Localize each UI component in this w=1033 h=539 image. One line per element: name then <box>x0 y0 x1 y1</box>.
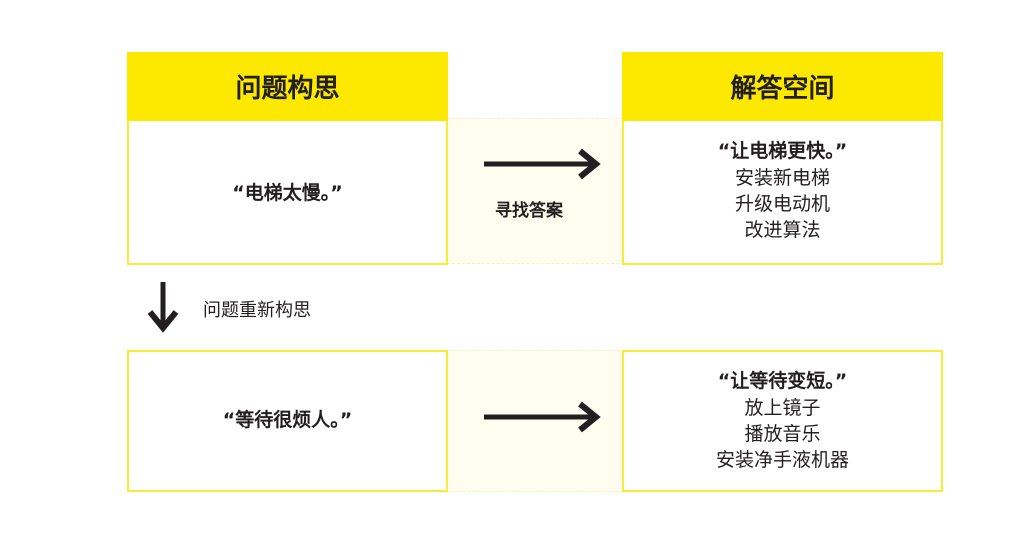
row1-connector-band <box>447 118 624 264</box>
solution-header-label: 解答空间 <box>730 74 835 104</box>
solution-list-2: “让等待变短。” 放上镜子 播放音乐 安装净手液机器 <box>622 367 943 473</box>
problem-header-label: 问题构思 <box>235 74 340 104</box>
solution-item: 安装净手液机器 <box>715 449 849 471</box>
arrow-down-icon <box>147 282 179 333</box>
arrow-right-icon <box>484 401 601 433</box>
problem-box-2 <box>127 350 448 492</box>
arrow-right-icon <box>484 148 601 180</box>
reframe-label: 问题重新构思 <box>203 300 311 321</box>
find-answer-label: 寻找答案 <box>495 201 563 221</box>
problem-text-2: “等待很烦人。” <box>222 409 353 431</box>
solution-item: 升级电动机 <box>734 193 830 215</box>
solution-item: 播放音乐 <box>744 423 821 445</box>
solution-header: 解答空间 <box>622 52 943 121</box>
solution-item: 改进算法 <box>744 219 821 241</box>
solution-item: 放上镜子 <box>744 397 821 419</box>
problem-header: 问题构思 <box>127 52 448 121</box>
solution-box-2 <box>622 350 943 492</box>
solution-list-1: “让电梯更快。” 安装新电梯 升级电动机 改进算法 <box>622 137 943 243</box>
solution-title-2: “让等待变短。” <box>717 370 848 392</box>
solution-item: 安装新电梯 <box>734 167 830 189</box>
problem-text-1: “电梯太慢。” <box>232 182 343 204</box>
solution-title-1: “让电梯更快。” <box>717 140 848 162</box>
